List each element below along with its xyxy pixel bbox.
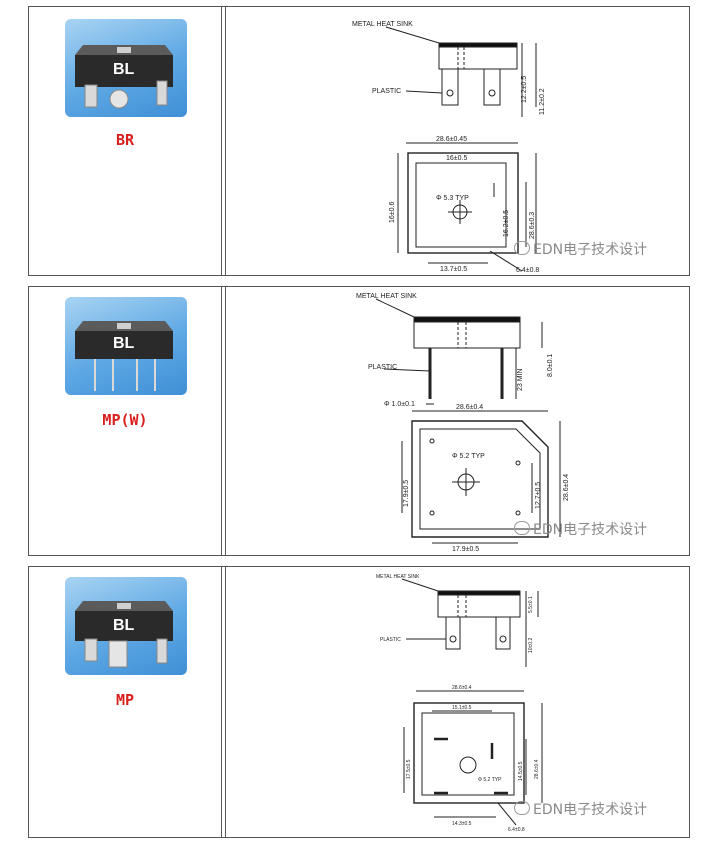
- component-row-mpw: BL MP(W): [28, 286, 690, 556]
- drawing-cell: METAL HEAT SINK PLASTIC Φ 1.0±0.1 23 MIN…: [225, 287, 689, 555]
- drawing-cell: METAL HEAT SINK PLASTIC 5.5±0.1 10±0.2 2…: [225, 567, 689, 837]
- watermark: EDN电子技术设计: [514, 239, 647, 259]
- label-plastic: PLASTIC: [372, 88, 401, 95]
- dim-height-a: 12.2±0.5: [521, 76, 528, 103]
- product-photo-mp: BL: [65, 577, 187, 675]
- drawing-cell: METAL HEAT SINK PLASTIC 12.2±0.5 11.2±0.…: [225, 7, 689, 275]
- label-heat-sink: METAL HEAT SINK: [376, 574, 420, 580]
- watermark: EDN电子技术设计: [514, 799, 647, 819]
- part-caption: MP: [115, 691, 135, 709]
- label-heat-sink: METAL HEAT SINK: [352, 21, 413, 28]
- dim-height-b: 11.2±0.2: [539, 88, 546, 115]
- wechat-icon: [514, 801, 530, 815]
- dim-width-outer: 28.6±0.4: [456, 404, 483, 411]
- part-caption: BR: [115, 131, 135, 149]
- dim-height-left: 17.5±0.5: [406, 759, 412, 779]
- wechat-icon: [514, 521, 530, 535]
- dim-hole: Φ 5.2 TYP: [478, 777, 502, 783]
- dim-width-outer: 28.6±0.4: [452, 685, 472, 691]
- dim-width-inner: 16±0.5: [446, 155, 467, 162]
- dim-bottom: 13.7±0.5: [440, 266, 467, 273]
- dim-pin: 6.4±0.8: [516, 267, 539, 274]
- photo-cell: BL MP(W): [29, 287, 222, 555]
- part-caption: MP(W): [102, 411, 148, 429]
- dim-height-a: 5.5±0.1: [528, 596, 534, 613]
- dim-hole: Φ 5.2 TYP: [452, 453, 485, 460]
- dim-pin: 6.4±0.8: [508, 827, 525, 833]
- label-plastic: PLASTIC: [380, 637, 401, 643]
- dim-height-d: 28.6±0.4: [534, 759, 540, 779]
- dim-height-a: 8.0±0.1: [547, 354, 554, 377]
- product-photo-br: BL: [65, 19, 187, 117]
- chip-marking: BL: [113, 335, 135, 352]
- dim-hole: Φ 5.3 TYP: [436, 195, 469, 202]
- dimension-drawing-mpw: METAL HEAT SINK PLASTIC Φ 1.0±0.1 23 MIN…: [356, 293, 570, 553]
- dim-width-inner: 15.1±0.5: [452, 705, 472, 711]
- label-plastic: PLASTIC: [368, 364, 397, 371]
- component-row-mp: BL MP: [28, 566, 690, 838]
- chip-marking: BL: [113, 61, 135, 78]
- dim-lead: Φ 1.0±0.1: [384, 401, 415, 408]
- dim-min: 23 MIN: [517, 368, 524, 391]
- dim-bottom: 17.9±0.5: [452, 546, 479, 553]
- dim-height-d: 28.6±0.4: [563, 474, 570, 501]
- dim-bottom: 14.3±0.5: [452, 821, 472, 827]
- dim-height-d: 28.6±0.3: [529, 212, 536, 239]
- watermark: EDN电子技术设计: [514, 519, 647, 539]
- dim-height-b: 10±0.2: [528, 638, 534, 653]
- chip-marking: BL: [113, 617, 135, 634]
- dim-height-c: 14.5±0.5: [518, 761, 524, 781]
- dim-height-c: 16.2±0.5: [503, 210, 510, 237]
- photo-cell: BL BR: [29, 7, 222, 275]
- dim-height-left: 16±0.6: [389, 202, 396, 223]
- dim-height-c: 12.7±0.5: [535, 482, 542, 509]
- wechat-icon: [514, 241, 530, 255]
- dim-height-left: 17.9±0.5: [403, 480, 410, 507]
- photo-cell: BL MP: [29, 567, 222, 837]
- dimension-drawing-br: METAL HEAT SINK PLASTIC 12.2±0.5 11.2±0.…: [352, 21, 546, 274]
- component-row-br: BL BR: [28, 6, 690, 276]
- label-heat-sink: METAL HEAT SINK: [356, 293, 417, 300]
- dimension-drawing-mp: METAL HEAT SINK PLASTIC 5.5±0.1 10±0.2 2…: [376, 574, 543, 833]
- dim-width-outer: 28.6±0.45: [436, 136, 467, 143]
- product-photo-mpw: BL: [65, 297, 187, 395]
